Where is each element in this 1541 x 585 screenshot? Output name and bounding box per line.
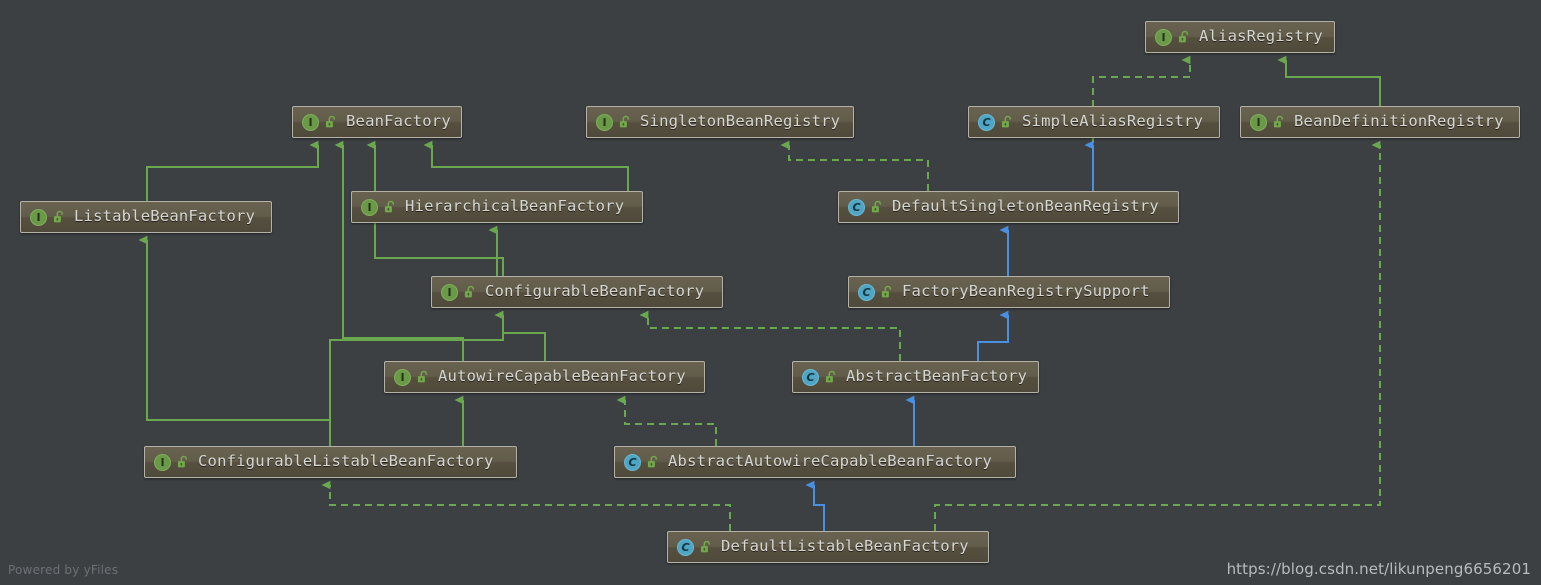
class-node-listableBeanFactory[interactable]: I ListableBeanFactory [20, 201, 272, 233]
open-padlock-icon [1178, 30, 1189, 43]
edge-defaultListableBeanFactory-to-configurableListableBeanFactory [321, 480, 731, 531]
class-node-aliasRegistry[interactable]: I AliasRegistry [1145, 21, 1335, 53]
class-node-label: ConfigurableBeanFactory [485, 282, 705, 301]
open-padlock-icon [881, 285, 892, 298]
open-padlock-icon [1001, 115, 1012, 128]
edge-autowireCapableBeanFactory-to-configurableBeanFactory [494, 310, 546, 361]
edge-autowireCapableBeanFactory-to-beanFactory [334, 140, 464, 361]
class-node-label: AbstractBeanFactory [846, 367, 1028, 386]
open-padlock-icon [1273, 115, 1284, 128]
edge-simpleAliasRegistry-to-aliasRegistry [1277, 55, 1381, 106]
class-node-label: BeanFactory [346, 112, 451, 131]
class-node-configurableBeanFactory[interactable]: I ConfigurableBeanFactory [431, 276, 723, 308]
interface-badge-icon: I [1250, 113, 1267, 131]
edge-abstractAutowireCapableBeanFactory-to-autowireCapableBeanFactory [616, 395, 717, 446]
class-node-simpleAliasRegistry[interactable]: C SimpleAliasRegistry [968, 106, 1220, 138]
edge-defaultListableBeanFactory-to-abstractAutowireCapableBeanFactory [805, 480, 825, 531]
class-node-beanDefinitionRegistry[interactable]: I BeanDefinitionRegistry [1240, 106, 1520, 138]
edge-abstractBeanFactory-to-configurableBeanFactory [639, 310, 901, 361]
class-node-configurableListableBeanFactory[interactable]: I ConfigurableListableBeanFactory [144, 446, 517, 478]
class-node-singletonBeanRegistry[interactable]: I SingletonBeanRegistry [586, 106, 854, 138]
class-badge-icon: C [624, 453, 641, 471]
yfiles-watermark: Powered by yFiles [8, 563, 119, 577]
open-padlock-icon [177, 455, 188, 468]
open-padlock-icon [417, 370, 428, 383]
class-node-label: AutowireCapableBeanFactory [438, 367, 686, 386]
interface-badge-icon: I [361, 198, 378, 216]
interface-badge-icon: I [30, 208, 47, 226]
open-padlock-icon [871, 200, 882, 213]
class-node-label: FactoryBeanRegistrySupport [902, 282, 1150, 301]
class-node-defaultSingletonBeanRegistry[interactable]: C DefaultSingletonBeanRegistry [838, 191, 1179, 223]
open-padlock-icon [647, 455, 658, 468]
class-node-abstractBeanFactory[interactable]: C AbstractBeanFactory [792, 361, 1039, 393]
edge-configurableListableBeanFactory-to-listableBeanFactory [138, 235, 331, 446]
edge-abstractBeanFactory-to-factoryBeanRegistrySupport [977, 310, 1009, 361]
class-node-hierarchicalBeanFactory[interactable]: I HierarchicalBeanFactory [351, 191, 643, 223]
class-badge-icon: C [978, 113, 995, 131]
class-node-autowireCapableBeanFactory[interactable]: I AutowireCapableBeanFactory [384, 361, 705, 393]
interface-badge-icon: I [441, 283, 458, 301]
open-padlock-icon [464, 285, 475, 298]
class-node-beanFactory[interactable]: I BeanFactory [292, 106, 462, 138]
class-node-label: AliasRegistry [1199, 27, 1323, 46]
interface-badge-icon: I [154, 453, 171, 471]
class-node-label: AbstractAutowireCapableBeanFactory [668, 452, 993, 471]
class-badge-icon: C [802, 368, 819, 386]
open-padlock-icon [384, 200, 395, 213]
class-node-label: DefaultSingletonBeanRegistry [892, 197, 1159, 216]
open-padlock-icon [325, 115, 336, 128]
interface-badge-icon: I [302, 113, 319, 131]
class-badge-icon: C [677, 538, 694, 556]
class-node-label: SimpleAliasRegistry [1022, 112, 1204, 131]
class-node-label: ConfigurableListableBeanFactory [198, 452, 494, 471]
edge-listableBeanFactory-to-beanFactory [146, 140, 319, 201]
open-padlock-icon [619, 115, 630, 128]
blog-url-watermark: https://blog.csdn.net/likunpeng6656201 [1226, 560, 1531, 578]
class-node-label: HierarchicalBeanFactory [405, 197, 625, 216]
class-badge-icon: C [858, 283, 875, 301]
class-badge-icon: C [848, 198, 865, 216]
open-padlock-icon [700, 540, 711, 553]
edge-defaultSingletonBeanRegistry-to-singletonBeanRegistry [780, 140, 929, 191]
class-node-factoryBeanRegistrySupport[interactable]: C FactoryBeanRegistrySupport [848, 276, 1170, 308]
open-padlock-icon [53, 210, 64, 223]
interface-badge-icon: I [394, 368, 411, 386]
class-node-abstractAutowireCapableBeanFactory[interactable]: C AbstractAutowireCapableBeanFactory [614, 446, 1016, 478]
class-node-defaultListableBeanFactory[interactable]: C DefaultListableBeanFactory [667, 531, 989, 563]
class-node-label: DefaultListableBeanFactory [721, 537, 969, 556]
open-padlock-icon [825, 370, 836, 383]
class-node-label: ListableBeanFactory [74, 207, 256, 226]
edge-hierarchicalBeanFactory-to-beanFactory [423, 140, 629, 191]
interface-badge-icon: I [1155, 28, 1172, 46]
interface-badge-icon: I [596, 113, 613, 131]
class-node-label: BeanDefinitionRegistry [1294, 112, 1504, 131]
class-node-label: SingletonBeanRegistry [640, 112, 841, 131]
